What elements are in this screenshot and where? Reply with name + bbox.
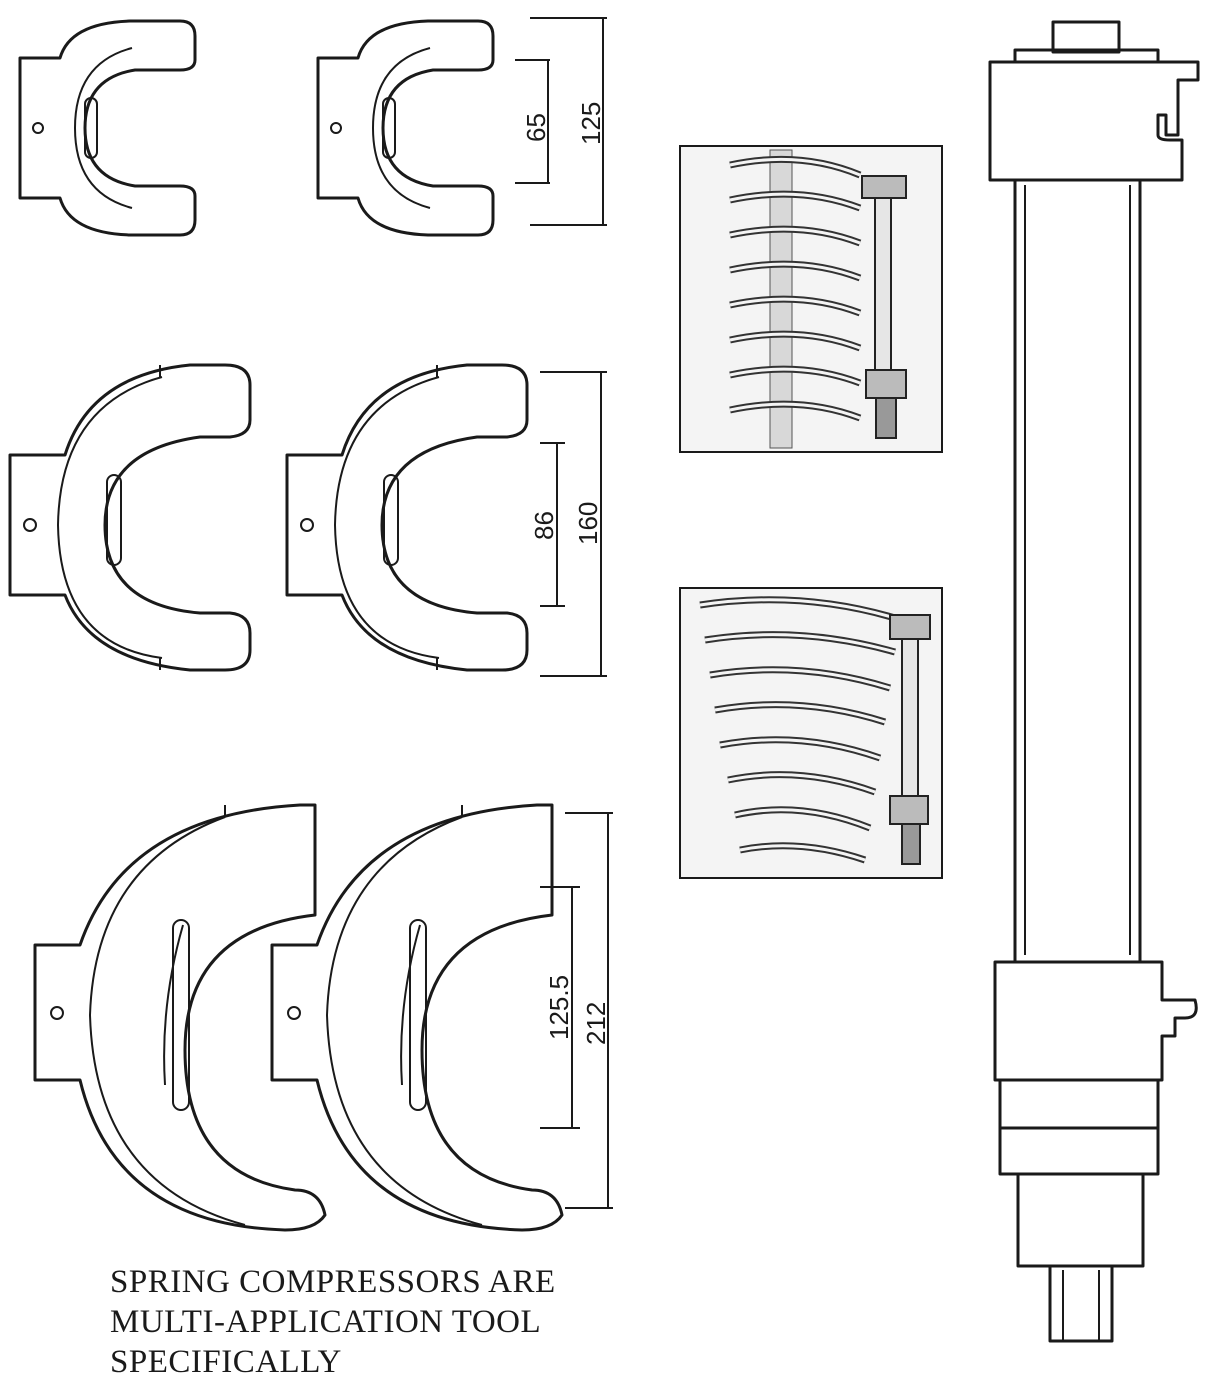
caption-line-1: SPRING COMPRESSORS ARE	[110, 1264, 556, 1300]
small-dimension-lines	[515, 17, 607, 226]
coil-spring-photo-top	[679, 145, 943, 453]
caption: SPRING COMPRESSORS ARE MULTI-APPLICATION…	[110, 1262, 630, 1382]
small-outer-dimension: 125	[576, 102, 606, 145]
spring-compressor-diagram: 65 125 86 160 125.5 212	[8, 17, 1200, 1343]
compressor-rod	[988, 20, 1200, 1343]
medium-inner-dimension: 86	[529, 511, 559, 540]
small-plate-right	[316, 19, 495, 237]
large-outer-dimension: 212	[581, 1002, 611, 1045]
medium-plate-left	[8, 363, 252, 672]
large-inner-dimension: 125.5	[544, 975, 574, 1040]
caption-line-2: MULTI-APPLICATION TOOL	[110, 1304, 542, 1340]
small-plate-left	[18, 19, 197, 237]
coil-spring-photo-bottom	[679, 587, 943, 879]
caption-line-3: SPECIFICALLY	[110, 1344, 342, 1380]
medium-dimension-lines	[540, 371, 607, 677]
large-plate-left	[33, 803, 327, 1232]
medium-outer-dimension: 160	[573, 502, 603, 545]
small-inner-dimension: 65	[521, 113, 551, 142]
large-dimension-lines	[540, 812, 613, 1209]
medium-plate-right	[285, 363, 529, 672]
